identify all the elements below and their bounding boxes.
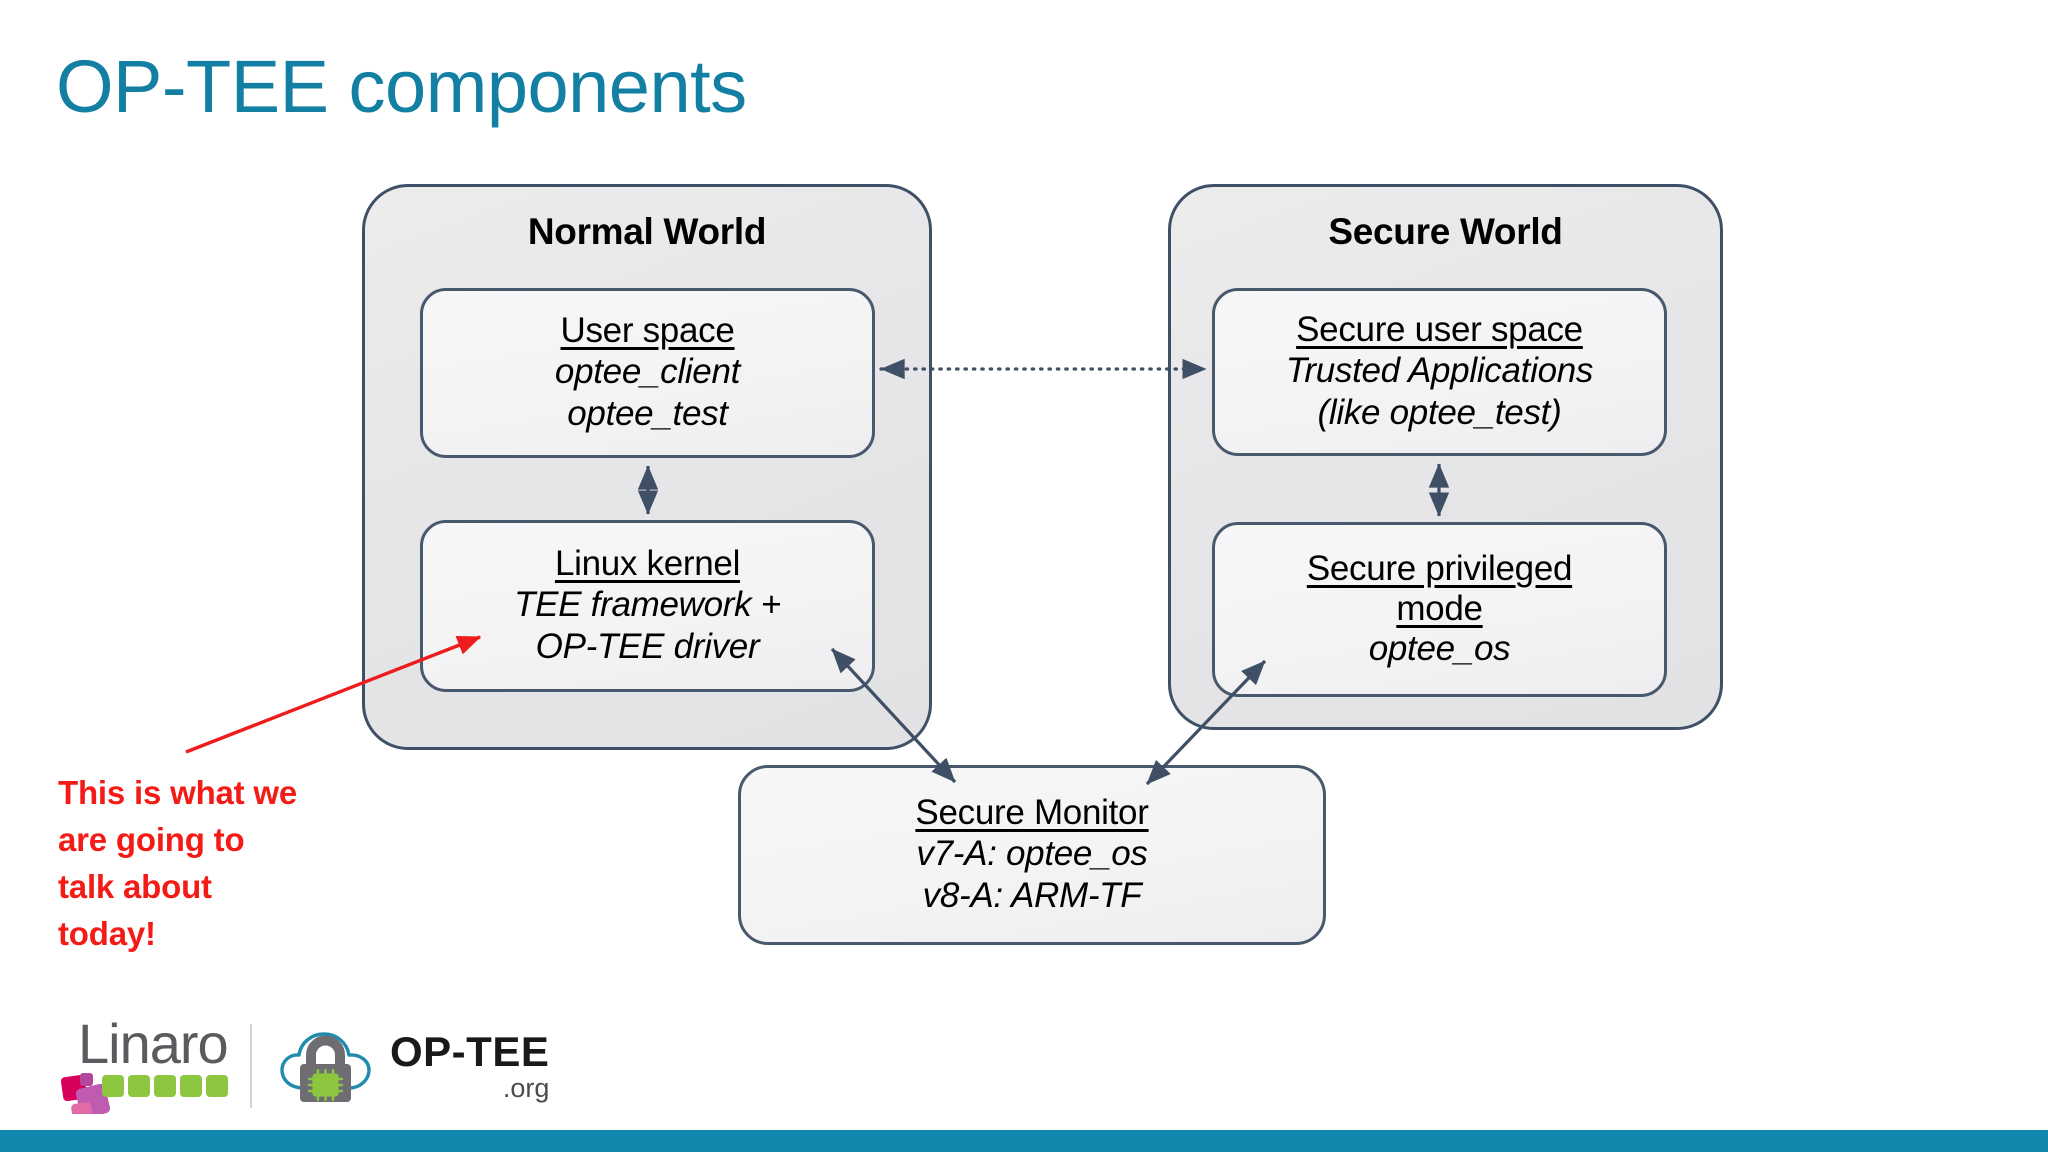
linaro-squares-mark [60, 1073, 228, 1114]
callout-line-4: today! [58, 914, 156, 952]
linaro-square-green-3 [154, 1075, 176, 1097]
logo-divider [250, 1024, 252, 1108]
normal-world-title: Normal World [527, 211, 767, 252]
secure-privileged-heading-line-2: mode [1396, 588, 1483, 628]
callout-line-3: talk about [58, 867, 212, 905]
linaro-square-magenta-small [80, 1073, 93, 1086]
linaro-square-pink [71, 1102, 93, 1114]
chip-icon [312, 1073, 339, 1097]
linaro-square-green-2 [128, 1075, 150, 1097]
chip-pins-icon [307, 1068, 344, 1102]
lock-shackle-icon [306, 1035, 345, 1065]
linaro-square-green-1 [102, 1075, 124, 1097]
optee-logo: OP-TEE .org [278, 1022, 549, 1110]
secure-monitor-line-2: v8-A: ARM-TF [922, 875, 1142, 915]
optee-tld: .org [502, 1072, 550, 1103]
secure-privileged-line-1: optee_os [1368, 628, 1511, 668]
secure-privileged-heading-line-1: Secure privileged [1306, 549, 1573, 589]
optee-cloud-lock-icon [280, 1032, 371, 1102]
cloud-icon [280, 1032, 371, 1090]
secure-monitor-line-1: v7-A: optee_os [916, 833, 1148, 873]
linux-kernel-line-2: OP-TEE driver [535, 626, 760, 666]
callout-line-1: This is what we [58, 774, 298, 811]
secure-world-title: Secure World [1328, 211, 1563, 252]
linaro-square-green-4 [180, 1075, 202, 1097]
linux-kernel-box: Linux kernel TEE framework + OP-TEE driv… [420, 520, 875, 692]
linux-kernel-heading: Linux kernel [554, 544, 741, 584]
footer-logos: Linaro [56, 1012, 549, 1114]
secure-monitor-box: Secure Monitor v7-A: optee_os v8-A: ARM-… [738, 765, 1326, 945]
linaro-square-green-5 [206, 1075, 228, 1097]
linaro-wordmark: Linaro [78, 1012, 229, 1075]
user-space-box: User space optee_client optee_test [420, 288, 875, 458]
optee-wordmark: OP-TEE .org [390, 1027, 550, 1103]
secure-user-space-line-2: (like optee_test) [1317, 392, 1562, 432]
linaro-logo: Linaro [56, 1012, 236, 1114]
linux-kernel-line-1: TEE framework + [514, 584, 781, 624]
secure-privileged-mode-box: Secure privileged mode optee_os [1212, 522, 1667, 697]
secure-monitor-heading: Secure Monitor [915, 793, 1149, 833]
footer-accent-bar [0, 1130, 2048, 1152]
page-title: OP-TEE components [56, 45, 747, 128]
user-space-line-1: optee_client [554, 351, 741, 391]
secure-user-space-heading: Secure user space [1296, 310, 1583, 350]
secure-user-space-line-1: Trusted Applications [1285, 350, 1594, 390]
user-space-heading: User space [560, 311, 735, 351]
callout-line-2: are going to [58, 820, 245, 858]
user-space-line-2: optee_test [567, 393, 728, 433]
optee-name: OP-TEE [390, 1027, 550, 1075]
callout-note: This is what we are going to talk about … [58, 770, 388, 957]
secure-user-space-box: Secure user space Trusted Applications (… [1212, 288, 1667, 456]
